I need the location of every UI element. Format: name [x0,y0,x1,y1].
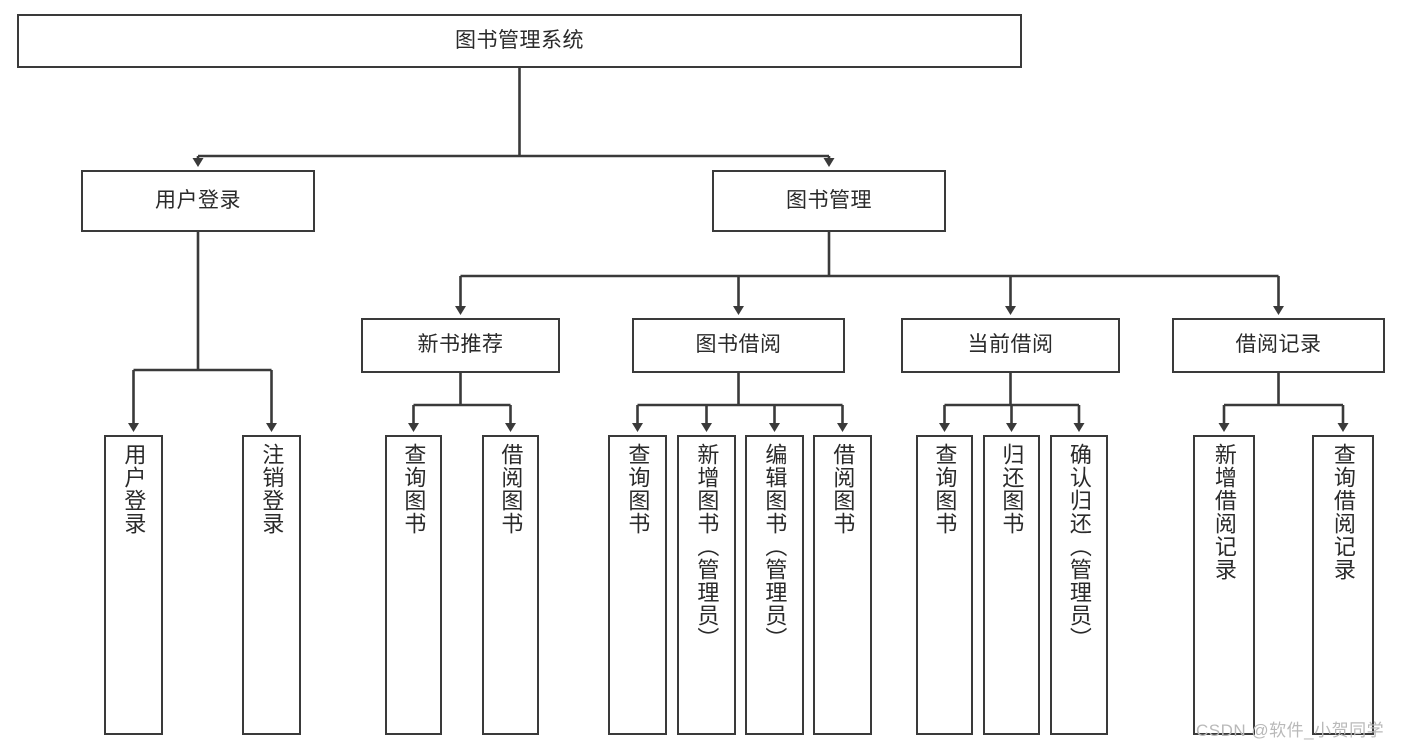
node-borrow[interactable]: 图书借阅 [632,318,845,373]
node-label: 查询图书 [932,443,958,535]
node-label: 编辑图书（管理员） [762,443,788,650]
node-leaf-10[interactable]: 归还图书 [983,435,1040,735]
node-label: 注销登录 [259,443,285,535]
node-label: 借阅图书 [498,443,524,535]
node-label: 新增图书（管理员） [694,443,720,650]
node-label: 借阅图书 [830,443,856,535]
node-leaf-7[interactable]: 编辑图书（管理员） [745,435,804,735]
node-leaf-2[interactable]: 注销登录 [242,435,301,735]
node-leaf-3[interactable]: 查询图书 [385,435,442,735]
node-label: 新书推荐 [417,333,504,357]
node-login[interactable]: 用户登录 [81,170,315,232]
node-label: 查询图书 [401,443,427,535]
node-label: 当前借阅 [967,333,1054,357]
node-leaf-11[interactable]: 确认归还（管理员） [1050,435,1108,735]
node-leaf-5[interactable]: 查询图书 [608,435,667,735]
node-label: 图书借阅 [695,333,782,357]
node-label: 确认归还（管理员） [1066,443,1092,650]
node-leaf-8[interactable]: 借阅图书 [813,435,872,735]
watermark: CSDN @软件_小贺同学 [1196,721,1385,740]
node-label: 归还图书 [999,443,1025,535]
node-label: 用户登录 [155,188,241,212]
node-leaf-13[interactable]: 查询借阅记录 [1312,435,1374,735]
node-newbook[interactable]: 新书推荐 [361,318,560,373]
node-label: 查询借阅记录 [1330,443,1356,581]
node-label: 用户登录 [121,443,147,535]
node-records[interactable]: 借阅记录 [1172,318,1385,373]
node-leaf-12[interactable]: 新增借阅记录 [1193,435,1255,735]
node-root[interactable]: 图书管理系统 [17,14,1022,68]
node-bookmgmt[interactable]: 图书管理 [712,170,946,232]
node-leaf-9[interactable]: 查询图书 [916,435,973,735]
node-leaf-1[interactable]: 用户登录 [104,435,163,735]
node-current[interactable]: 当前借阅 [901,318,1120,373]
node-label: 借阅记录 [1235,333,1322,357]
node-leaf-6[interactable]: 新增图书（管理员） [677,435,736,735]
node-label: 新增借阅记录 [1211,443,1237,581]
node-label: 图书管理系统 [455,28,584,52]
node-leaf-4[interactable]: 借阅图书 [482,435,539,735]
node-label: 图书管理 [786,188,872,212]
node-label: 查询图书 [625,443,651,535]
